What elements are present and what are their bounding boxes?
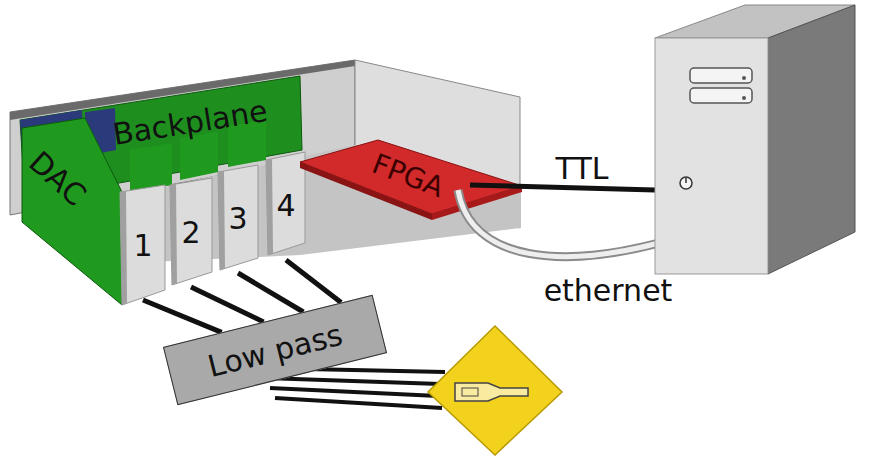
ttl-cable	[470, 185, 655, 190]
output-fibers-part	[275, 398, 442, 408]
card-faceplates-part	[218, 171, 225, 270]
computer-tower-part	[768, 5, 855, 274]
signal-wire	[238, 273, 303, 312]
signal-wire	[286, 260, 341, 303]
card-faceplates-part	[120, 191, 127, 305]
computer-tower-part	[655, 38, 768, 274]
signal-wire	[143, 300, 222, 332]
dac-cards-part	[22, 118, 122, 305]
channel-number: 3	[218, 163, 258, 273]
output-fibers-part	[270, 388, 438, 396]
card-faceplates-part	[266, 152, 305, 255]
channel-number: 4	[266, 150, 306, 260]
node-text: 4	[276, 189, 295, 222]
computer-tower-part	[742, 76, 746, 80]
computer-tower-part	[690, 68, 752, 83]
fpga-board	[300, 140, 522, 220]
computer-tower-part	[685, 178, 687, 183]
dac-cards	[22, 118, 266, 305]
signal-name: TTL	[556, 152, 609, 185]
card-faceplates-part	[266, 159, 273, 255]
card-faceplates	[120, 152, 305, 305]
channel-number: 1	[121, 190, 165, 300]
channel-number: 2	[170, 177, 212, 287]
computer-tower-part	[690, 88, 752, 103]
signal-wire	[191, 287, 264, 322]
node-text: 1	[133, 229, 152, 262]
cable-name: ethernet	[544, 274, 673, 307]
node-text: 2	[181, 216, 200, 249]
output-fibers-part	[265, 378, 440, 384]
computer-tower-part	[680, 177, 692, 189]
card-faceplates-part	[120, 185, 165, 305]
fpga-board-part	[432, 186, 522, 220]
computer-tower-part	[742, 96, 746, 100]
node-text: Low pass	[204, 317, 345, 382]
ttl-cable-part	[470, 185, 655, 190]
node-text: 3	[228, 202, 247, 235]
card-faceplates-part	[170, 178, 212, 285]
dac-cards-part	[130, 143, 172, 192]
card-faceplates-part	[218, 165, 258, 270]
device-diamond-part	[428, 326, 562, 455]
device-diamond-part	[455, 383, 528, 401]
computer-tower	[655, 5, 855, 274]
device-diamond-part	[462, 388, 478, 396]
card-faceplates-part	[170, 184, 177, 285]
device-diamond	[428, 326, 562, 455]
